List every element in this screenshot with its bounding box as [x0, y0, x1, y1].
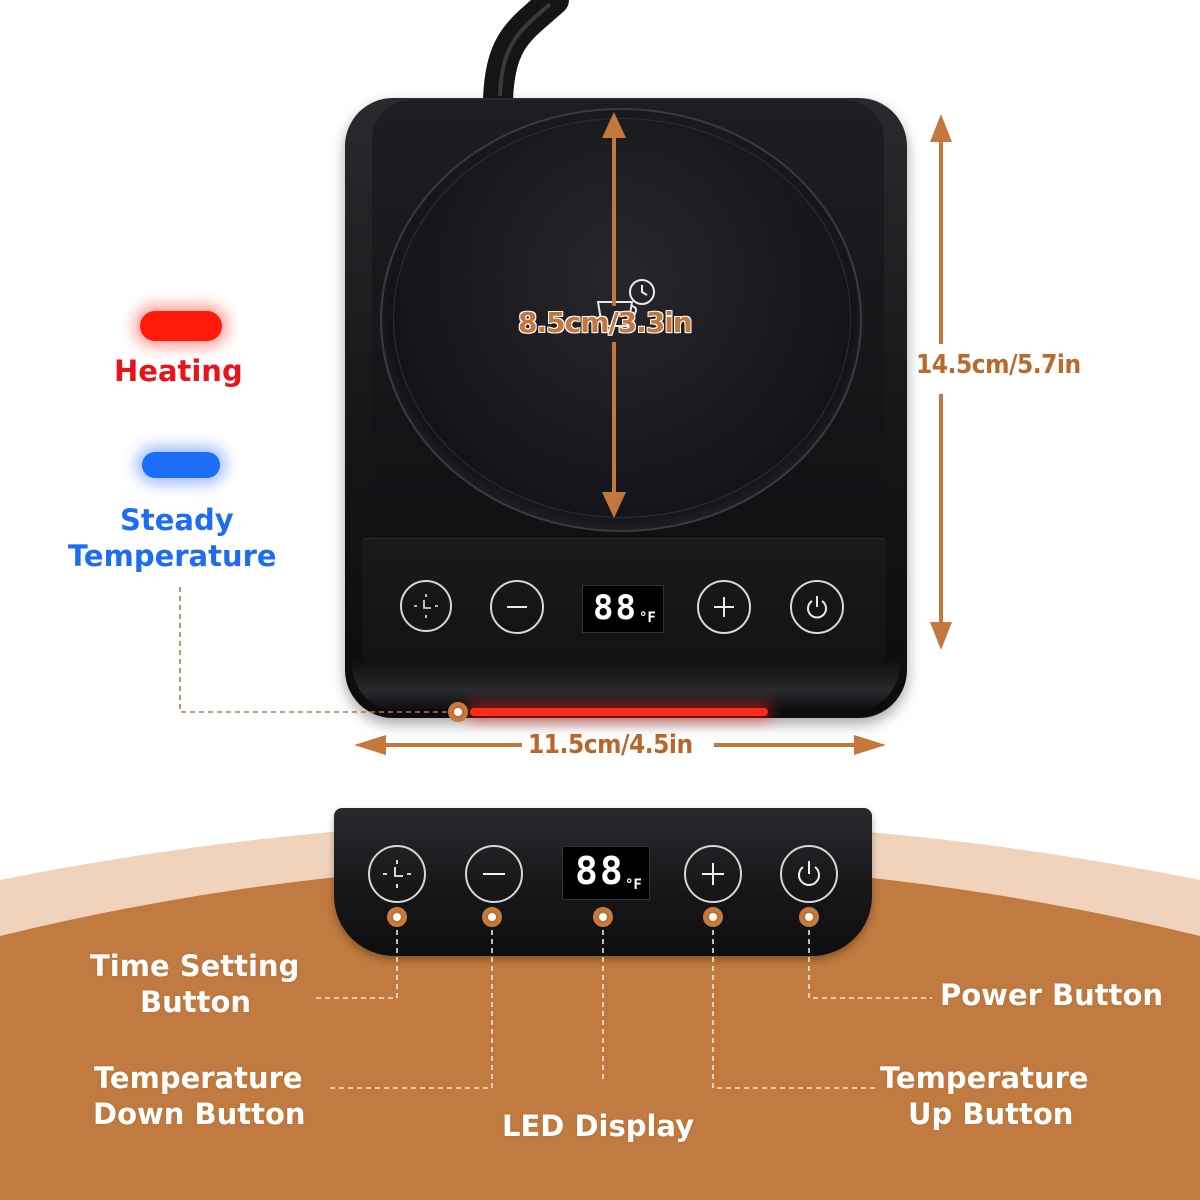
device-time-button[interactable] — [400, 580, 452, 632]
device-minus-button[interactable] — [490, 580, 544, 634]
power-icon — [807, 596, 827, 619]
heating-indicator-light — [470, 708, 768, 716]
temp-down-label-line1: Temperature — [94, 1061, 303, 1095]
cup-warmer-logo-icon — [596, 279, 655, 327]
callout-dot-time — [387, 907, 407, 927]
device-plus-button[interactable] — [697, 580, 751, 634]
closeup-display-unit: °F — [625, 877, 642, 893]
heating-plate-rim — [393, 118, 851, 518]
clock-icon — [414, 594, 438, 618]
height-label: 14.5cm/5.7in — [916, 350, 1081, 380]
plate-diameter-arrow — [602, 112, 626, 518]
height-arrow — [930, 114, 952, 650]
steady-label-line1: Steady — [120, 503, 234, 537]
led-display-label: LED Display — [502, 1109, 695, 1143]
closeup-display-digits: 88 — [575, 849, 625, 893]
heating-indicator-swatch — [140, 311, 222, 341]
display-digits: 88 — [593, 588, 638, 628]
callout-dot-minus — [482, 907, 502, 927]
width-label: 11.5cm/4.5in — [528, 730, 693, 760]
device-power-button[interactable] — [790, 580, 844, 634]
temp-up-label-line2: Up Button — [908, 1097, 1074, 1131]
plus-icon — [702, 863, 724, 885]
heating-label: Heating — [114, 354, 243, 388]
plate-diameter-label: 8.5cm/3.3in — [518, 306, 693, 339]
power-cable — [483, 0, 569, 110]
callout-dot-power — [799, 907, 819, 927]
display-unit: °F — [639, 610, 656, 626]
clock-icon — [383, 860, 411, 888]
power-button-label: Power Button — [940, 978, 1164, 1012]
closeup-plus-button[interactable] — [684, 845, 742, 903]
closeup-minus-button[interactable] — [465, 845, 523, 903]
temp-down-label-line2: Down Button — [93, 1097, 306, 1131]
minus-icon — [507, 606, 527, 608]
indicator-leader-dot — [448, 702, 468, 722]
temp-up-label-line1: Temperature — [880, 1061, 1089, 1095]
width-arrow — [354, 735, 886, 755]
device-led-display: 88 °F — [582, 585, 664, 633]
callout-dot-plus — [703, 907, 723, 927]
time-setting-label-line2: Button — [140, 985, 252, 1019]
callout-dot-display — [593, 907, 613, 927]
indicator-leader-line — [179, 587, 448, 713]
closeup-led-display: 88 °F — [562, 846, 650, 900]
closeup-time-button[interactable] — [368, 845, 426, 903]
minus-icon — [483, 873, 505, 875]
steady-indicator-swatch — [142, 452, 220, 478]
steady-label-line2: Temperature — [68, 539, 277, 573]
device-base-edge — [352, 660, 900, 712]
power-icon — [798, 861, 820, 886]
plus-icon — [714, 597, 734, 617]
closeup-power-button[interactable] — [780, 845, 838, 903]
time-setting-label-line1: Time Setting — [90, 949, 300, 983]
